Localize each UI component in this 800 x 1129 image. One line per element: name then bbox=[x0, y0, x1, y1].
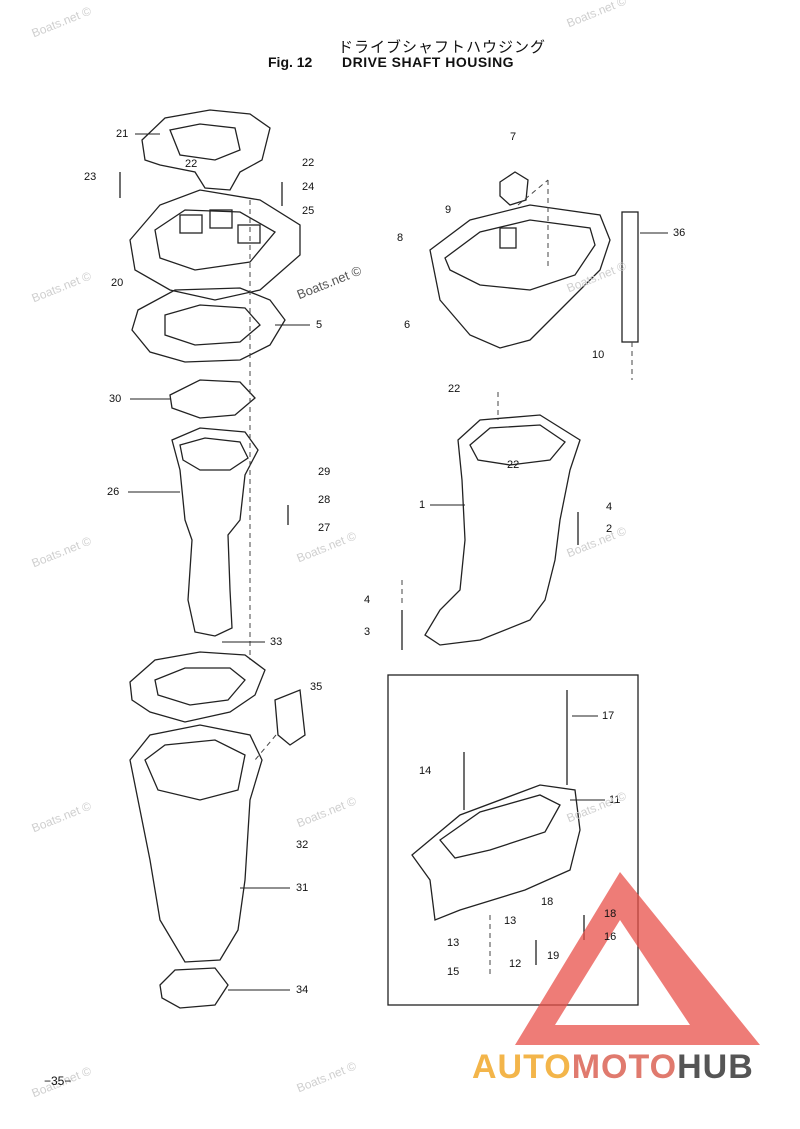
callout-30: 30 bbox=[109, 393, 122, 405]
inset-box bbox=[387, 674, 639, 1006]
brand-part-auto: AUTO bbox=[472, 1048, 572, 1086]
callout-33: 33 bbox=[270, 636, 283, 648]
callout-36: 36 bbox=[673, 227, 686, 239]
label-9 bbox=[499, 227, 517, 249]
gasket-21 bbox=[141, 109, 271, 191]
callout-32: 32 bbox=[296, 839, 309, 851]
callout-1: 1 bbox=[419, 499, 426, 511]
callout-31: 31 bbox=[296, 882, 309, 894]
callout-28: 28 bbox=[318, 494, 331, 506]
callout-13: 13 bbox=[504, 915, 517, 927]
callout-6: 6 bbox=[404, 319, 411, 331]
figure-number: Fig. 12 bbox=[268, 54, 313, 70]
callout-35: 35 bbox=[310, 681, 323, 693]
title-japanese: ドライブシャフトハウジング bbox=[338, 39, 547, 56]
drive-shaft-housing-1 bbox=[424, 414, 581, 646]
callout-5: 5 bbox=[316, 319, 323, 331]
callout-21: 21 bbox=[116, 128, 129, 140]
tube-36 bbox=[621, 211, 639, 343]
callout-4: 4 bbox=[606, 501, 613, 513]
callout-27: 27 bbox=[318, 522, 331, 534]
brand-logo-text: AUTOMOTOHUB bbox=[472, 1048, 754, 1087]
callout-24: 24 bbox=[302, 181, 315, 193]
page-number: −35− bbox=[44, 1074, 72, 1088]
callout-19: 19 bbox=[547, 950, 560, 962]
callout-13: 13 bbox=[447, 937, 460, 949]
callout-17: 17 bbox=[602, 710, 615, 722]
callout-34: 34 bbox=[296, 984, 309, 996]
callout-22: 22 bbox=[507, 459, 520, 471]
callout-22: 22 bbox=[448, 383, 461, 395]
plate-11 bbox=[411, 784, 581, 921]
callout-2: 2 bbox=[606, 523, 613, 535]
upper-housing-20 bbox=[129, 189, 301, 301]
callout-12: 12 bbox=[509, 958, 522, 970]
gasket-34 bbox=[159, 967, 229, 1009]
bracket-35 bbox=[274, 689, 306, 746]
callout-18: 18 bbox=[604, 908, 617, 920]
callout-16: 16 bbox=[604, 931, 617, 943]
exhaust-tube-26 bbox=[171, 427, 259, 637]
callout-4: 4 bbox=[364, 594, 371, 606]
callout-22: 22 bbox=[302, 157, 315, 169]
brand-part-moto: MOTO bbox=[571, 1048, 678, 1086]
grommet-7 bbox=[499, 171, 529, 206]
figure-title: DRIVE SHAFT HOUSING bbox=[342, 54, 515, 70]
callout-29: 29 bbox=[318, 466, 331, 478]
gasket-33 bbox=[129, 651, 266, 723]
brand-logo-triangle bbox=[515, 872, 760, 1045]
callout-25: 25 bbox=[302, 205, 315, 217]
callout-11: 11 bbox=[609, 794, 621, 806]
callout-14: 14 bbox=[419, 765, 432, 777]
callout-23: 23 bbox=[84, 171, 97, 183]
callout-26: 26 bbox=[107, 486, 120, 498]
pan-6 bbox=[429, 204, 611, 349]
callout-20: 20 bbox=[111, 277, 124, 289]
callout-3: 3 bbox=[364, 626, 371, 638]
lower-housing-31 bbox=[129, 724, 263, 963]
gasket-5 bbox=[131, 287, 286, 363]
callout-7: 7 bbox=[510, 131, 517, 143]
brand-part-hub: HUB bbox=[677, 1048, 754, 1086]
callout-15: 15 bbox=[447, 966, 460, 978]
callout-8: 8 bbox=[397, 232, 404, 244]
callout-18: 18 bbox=[541, 896, 554, 908]
callout-9: 9 bbox=[445, 204, 452, 216]
callout-22: 22 bbox=[185, 158, 198, 170]
plate-30 bbox=[169, 379, 256, 419]
callout-10: 10 bbox=[592, 349, 605, 361]
